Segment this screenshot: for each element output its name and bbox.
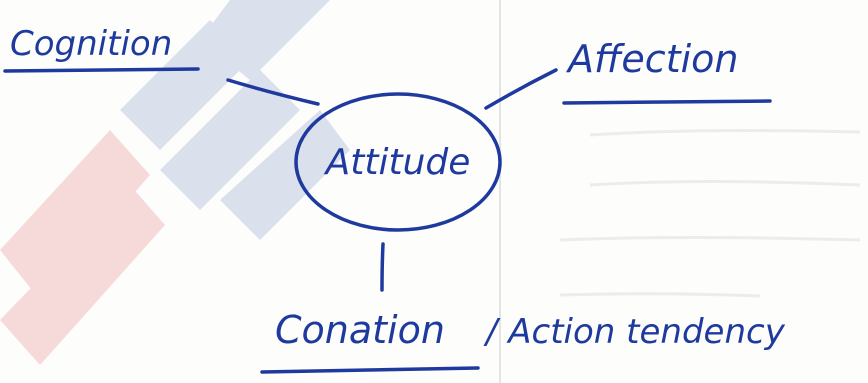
- node-label-affection: Affection: [565, 37, 738, 81]
- center-label: Attitude: [324, 142, 471, 183]
- node-label-conation: Conation: [275, 308, 445, 352]
- underline-cognition: [3, 67, 200, 73]
- node-suffix-conation: / Action tendency: [483, 312, 786, 352]
- paper-background: [499, 0, 861, 383]
- underline-affection: [562, 99, 772, 105]
- connectors: [226, 68, 558, 292]
- connector-conation: [380, 242, 385, 292]
- node-label-cognition: Cognition: [10, 24, 172, 64]
- connector-cognition: [226, 78, 320, 106]
- connector-affection: [484, 68, 558, 110]
- watermark-logo: [0, 0, 350, 365]
- attitude-ellipse: [294, 92, 502, 232]
- underline-conation: [260, 366, 480, 374]
